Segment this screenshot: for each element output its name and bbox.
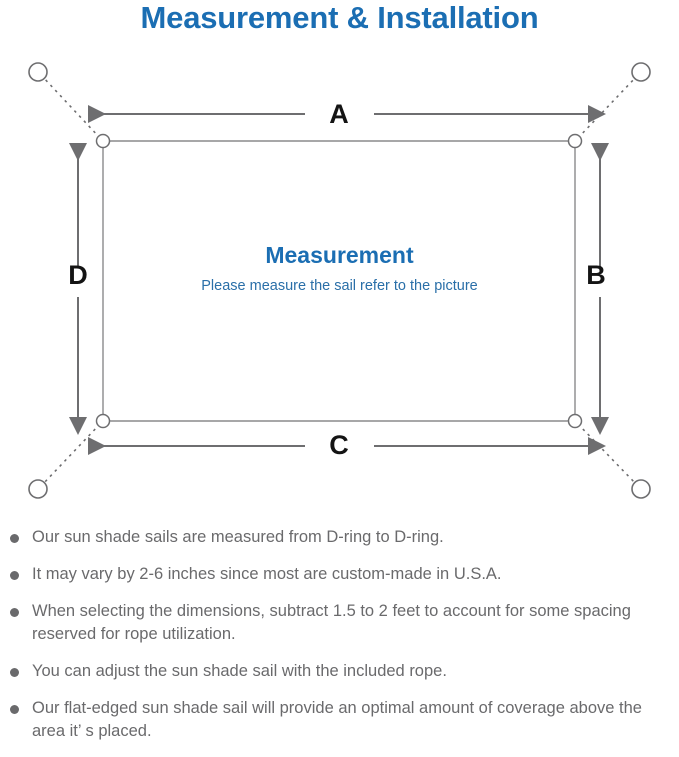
bullet-icon	[10, 571, 19, 580]
page-title: Measurement & Installation	[140, 0, 539, 35]
bullet-icon	[10, 705, 19, 714]
dimension-label-b: B	[586, 260, 606, 290]
note-text: It may vary by 2-6 inches since most are…	[32, 565, 502, 583]
note-text: When selecting the dimensions, subtract …	[32, 602, 631, 643]
rope-bottom-right	[577, 423, 638, 486]
list-item: It may vary by 2-6 inches since most are…	[0, 563, 679, 586]
diagram-center-subtitle: Please measure the sail refer to the pic…	[201, 278, 478, 294]
d-ring-bottom-left	[95, 413, 111, 429]
d-ring-top-left	[95, 133, 111, 149]
rope-top-left	[41, 75, 101, 139]
notes-list: Our sun shade sails are measured from D-…	[0, 526, 679, 757]
anchor-circle-top-left	[28, 62, 48, 82]
note-text: You can adjust the sun shade sail with t…	[32, 662, 447, 680]
bullet-icon	[10, 608, 19, 617]
sail-rectangle	[102, 140, 576, 422]
list-item: You can adjust the sun shade sail with t…	[0, 660, 679, 683]
note-text: Our sun shade sails are measured from D-…	[32, 528, 444, 546]
anchor-circle-bottom-right	[631, 479, 651, 499]
diagram-center-title: Measurement	[265, 242, 414, 268]
diagram-canvas	[28, 62, 651, 499]
list-item: Our flat-edged sun shade sail will provi…	[0, 697, 679, 743]
list-item: Our sun shade sails are measured from D-…	[0, 526, 679, 549]
dimension-label-c: C	[329, 430, 349, 460]
anchor-circle-top-right	[631, 62, 651, 82]
sail-measurement-diagram: Measurement Please measure the sail refe…	[0, 45, 679, 515]
d-ring-bottom-right	[567, 413, 583, 429]
bullet-icon	[10, 668, 19, 677]
bullet-icon	[10, 534, 19, 543]
rope-bottom-left	[41, 423, 101, 486]
anchor-circle-bottom-left	[28, 479, 48, 499]
d-ring-top-right	[567, 133, 583, 149]
measurement-installation-page: Measurement & Installation	[0, 0, 679, 740]
list-item: When selecting the dimensions, subtract …	[0, 600, 679, 646]
rope-top-right	[577, 75, 638, 139]
dimension-label-a: A	[329, 99, 349, 129]
dimension-label-d: D	[68, 260, 88, 290]
note-text: Our flat-edged sun shade sail will provi…	[32, 699, 642, 740]
